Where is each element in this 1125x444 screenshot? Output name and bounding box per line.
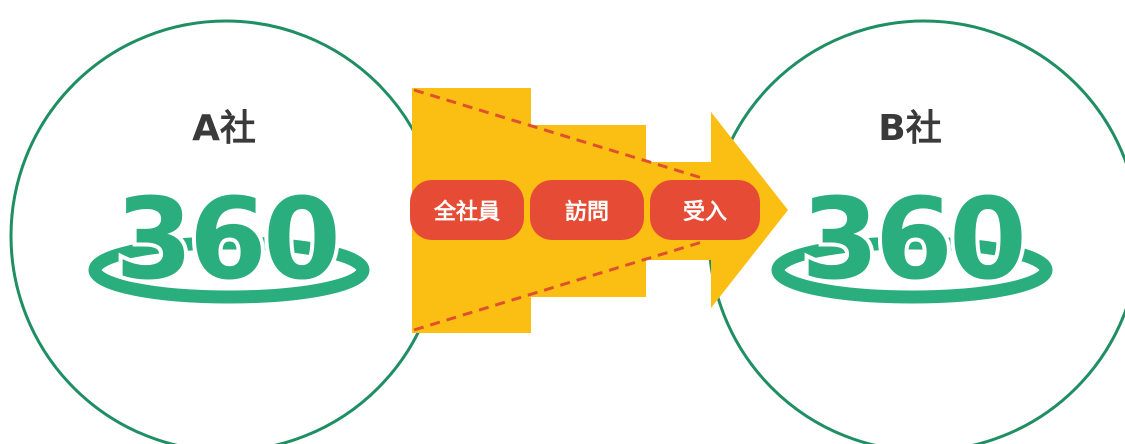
step-pill-visit: 訪問 (530, 180, 644, 240)
company-a-score: 360 (115, 175, 337, 305)
company-a-content: A社 360 (88, 108, 370, 309)
company-b-content: B社 360 (771, 108, 1053, 309)
company-a-label: A社 (192, 108, 256, 149)
company-b-label: B社 (878, 108, 941, 149)
company-a-ring-icon (88, 236, 370, 304)
step-pill-accept: 受入 (650, 180, 760, 240)
step-pill-bg (530, 180, 644, 240)
company-b-score: 360 (801, 175, 1023, 305)
step-label: 全社員 (433, 199, 500, 225)
step-label: 訪問 (565, 199, 609, 225)
step-label: 受入 (683, 199, 727, 225)
step-pill-all-employees: 全社員 (410, 180, 524, 240)
company-b-ring-icon (771, 236, 1053, 304)
step-pill-bg (650, 180, 760, 240)
step-pill-bg (410, 180, 524, 240)
